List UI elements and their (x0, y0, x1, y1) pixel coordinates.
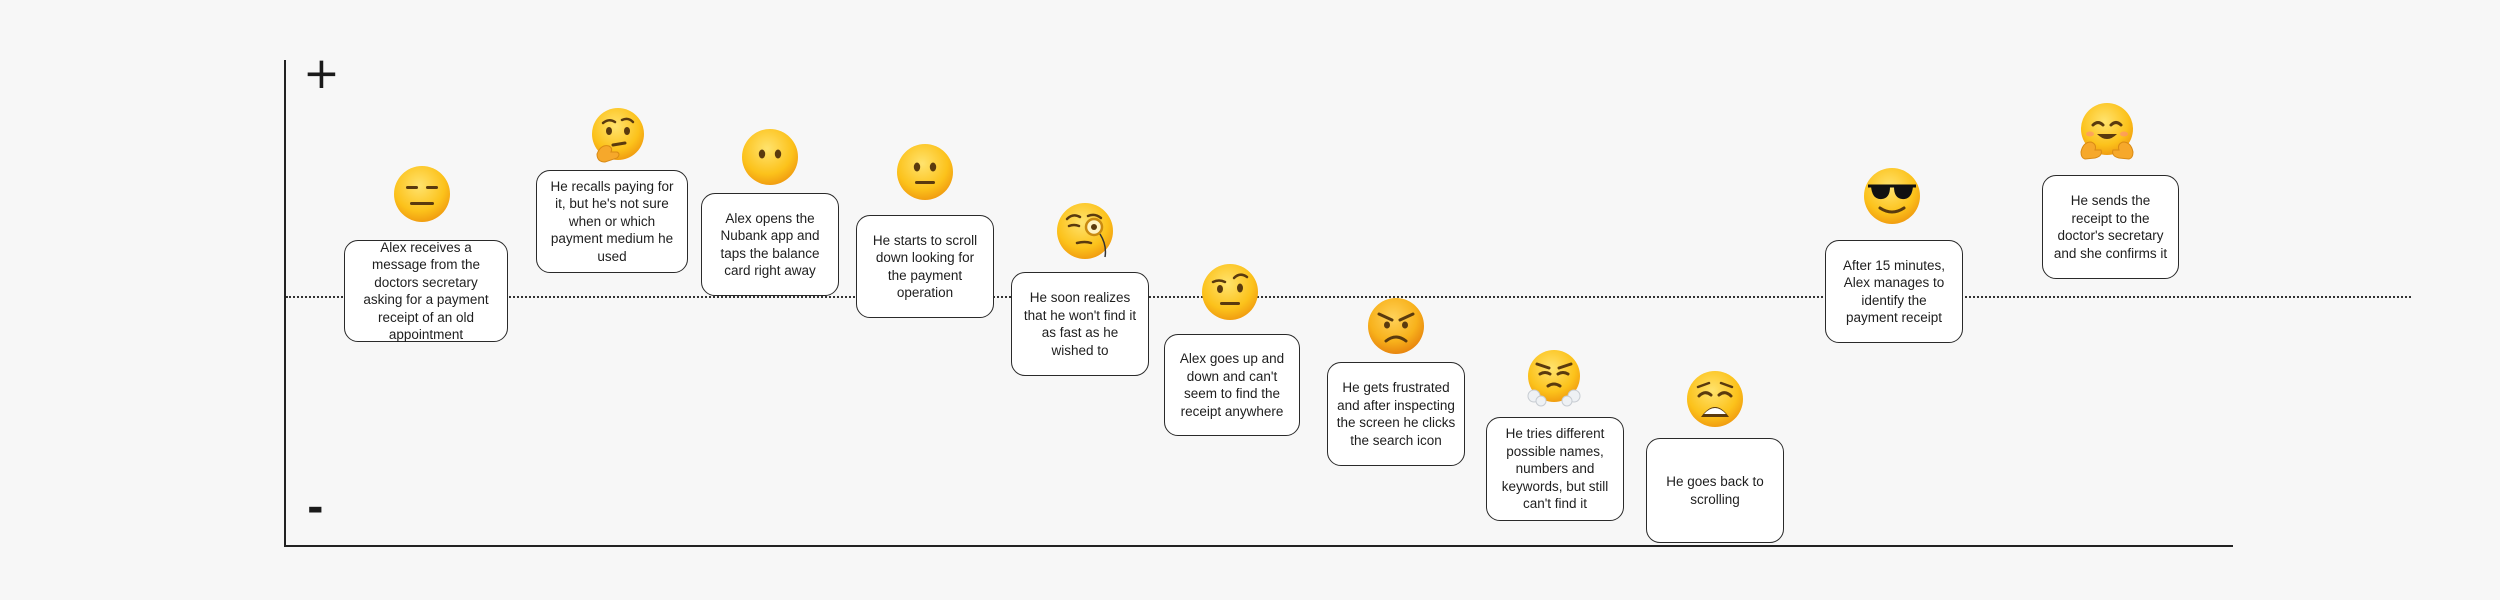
smiling-face-with-sunglasses-icon (1862, 166, 1922, 226)
journey-step-card: He tries different possible names, numbe… (1486, 417, 1624, 521)
journey-step-card: He soon realizes that he won't find it a… (1011, 272, 1149, 376)
angry-face-icon (1366, 296, 1426, 356)
journey-step-card: He goes back to scrolling (1646, 438, 1784, 543)
x-axis (284, 545, 2233, 547)
negative-axis-label: - (307, 485, 324, 531)
journey-step-card: After 15 minutes, Alex manages to identi… (1825, 240, 1963, 343)
face-with-steam-icon (1524, 348, 1584, 408)
thinking-face-icon (587, 106, 647, 166)
positive-axis-label: + (303, 48, 340, 99)
expressionless-face-icon (392, 164, 452, 224)
journey-step-card: Alex receives a message from the doctors… (344, 240, 508, 342)
face-without-mouth-icon (740, 127, 800, 187)
weary-face-icon (1685, 369, 1745, 429)
journey-step-card: Alex goes up and down and can't seem to … (1164, 334, 1300, 436)
journey-step-card: He sends the receipt to the doctor's sec… (2042, 175, 2179, 279)
neutral-baseline (286, 296, 2411, 298)
face-with-monocle-icon (1055, 201, 1115, 261)
journey-step-card: He recalls paying for it, but he's not s… (536, 170, 688, 273)
journey-step-card: He gets frustrated and after inspecting … (1327, 362, 1465, 466)
neutral-face-icon (895, 142, 955, 202)
journey-step-card: Alex opens the Nubank app and taps the b… (701, 193, 839, 296)
journey-step-card: He starts to scroll down looking for the… (856, 215, 994, 318)
hugging-face-icon (2077, 102, 2137, 162)
face-with-raised-eyebrow-icon (1200, 262, 1260, 322)
y-axis (284, 60, 286, 547)
